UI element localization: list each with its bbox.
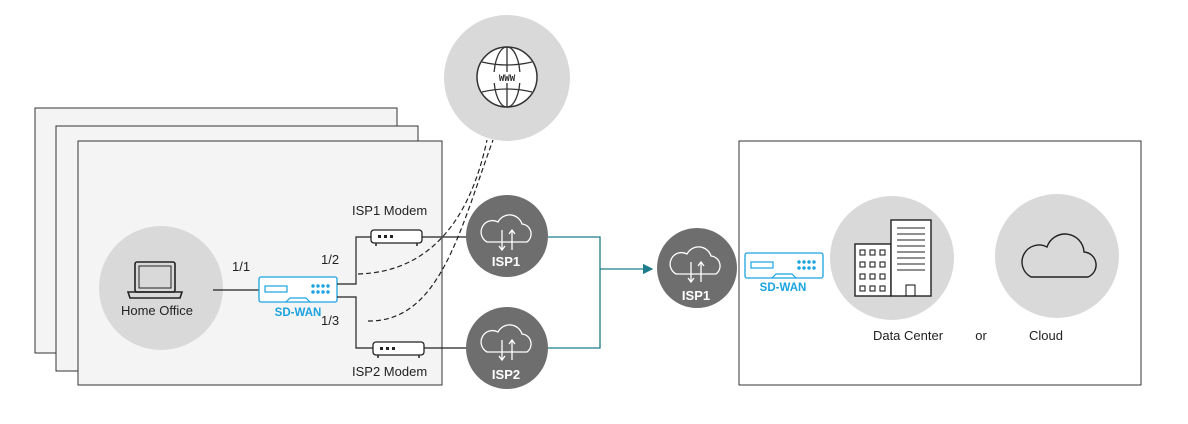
port-3-label: 1/3 xyxy=(321,313,339,328)
port-2-label: 1/2 xyxy=(321,252,339,267)
isp1-cloud-icon xyxy=(480,214,532,252)
isp2-modem-label: ISP2 Modem xyxy=(352,364,427,379)
www-label: WWW xyxy=(499,74,516,84)
isp2-circle xyxy=(466,307,548,389)
cloud-icon xyxy=(1021,233,1097,278)
isp1-modem-label: ISP1 Modem xyxy=(352,203,427,218)
destination-sdwan-icon xyxy=(744,252,824,279)
sdwan-appliance-icon xyxy=(258,276,338,303)
data-center-label: Data Center xyxy=(873,328,944,343)
isp1-modem-icon xyxy=(370,229,423,246)
transit-isp-cloud-icon xyxy=(669,246,721,284)
isp1-label: ISP1 xyxy=(492,254,520,269)
isp2-modem-icon xyxy=(372,341,425,358)
port-1-label: 1/1 xyxy=(232,259,250,274)
laptop-icon xyxy=(126,261,184,299)
transit-isp-label: ISP1 xyxy=(682,288,710,303)
transit-isp-circle xyxy=(657,228,737,308)
home-office-label: Home Office xyxy=(121,303,193,318)
link-sdwan-isp2-modem xyxy=(337,296,373,349)
dashed-path-isp1-internet xyxy=(357,139,488,275)
isp1-circle xyxy=(466,195,548,277)
sdwan-label-home: SD-WAN xyxy=(275,307,322,319)
link-sdwan-isp1-modem xyxy=(337,236,371,285)
globe-icon xyxy=(476,46,538,108)
cloud-circle xyxy=(995,194,1119,318)
sdwan-label-destination: SD-WAN xyxy=(760,282,807,294)
link-isp1-transit xyxy=(548,236,601,349)
or-label: or xyxy=(975,328,987,343)
dashed-path-isp2-internet xyxy=(367,139,494,322)
isp2-label: ISP2 xyxy=(492,367,520,382)
building-icon xyxy=(854,219,932,297)
isp2-cloud-icon xyxy=(480,324,532,362)
cloud-label: Cloud xyxy=(1029,328,1063,343)
